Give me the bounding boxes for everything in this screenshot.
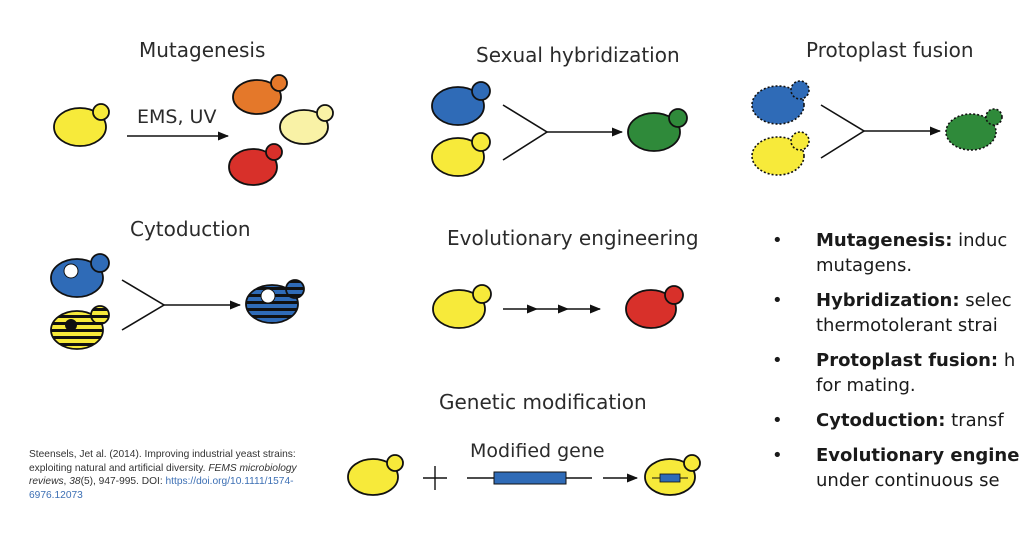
yeast-cell-striped-blue — [245, 279, 305, 324]
evolutionary-engineering-panel — [432, 284, 684, 329]
bullet-dot: • — [772, 350, 783, 371]
yeast-cell-yellow — [347, 454, 404, 496]
bullet-dot: • — [772, 290, 783, 311]
bullet-dot: • — [772, 230, 783, 251]
protoplast-green — [945, 108, 1003, 151]
yeast-cell-blue-nucleus — [50, 253, 110, 298]
bullet-dot: • — [772, 445, 783, 466]
cytoduction-panel — [50, 253, 305, 350]
sexual-hybridization-title: Sexual hybridization — [476, 43, 680, 67]
protoplast-fusion-title: Protoplast fusion — [806, 38, 974, 62]
plus-sign — [423, 466, 447, 490]
genetic-modification-title: Genetic modification — [439, 390, 647, 414]
yeast-cell-yellow — [53, 103, 110, 147]
merge-lines — [502, 104, 549, 161]
yeast-cell-red — [625, 285, 684, 329]
yeast-cell-red — [228, 143, 283, 186]
modified-gene-block — [493, 471, 567, 485]
protoplast-fusion-panel — [751, 80, 1003, 176]
cytoduction-title: Cytoduction — [130, 217, 251, 241]
mutagenesis-panel — [53, 74, 334, 186]
mutagenesis-title: Mutagenesis — [139, 38, 266, 62]
bullet-dot: • — [772, 410, 783, 431]
merge-lines — [121, 279, 166, 331]
protoplast-blue — [751, 80, 810, 125]
yeast-cell-modified — [644, 454, 701, 496]
doi-link[interactable]: https://doi.org/10.1111/1574-6976.12073 — [29, 476, 294, 501]
protoplast-yellow — [751, 131, 810, 176]
yeast-cell-orange — [232, 74, 288, 115]
sexual-hybridization-panel — [431, 81, 688, 177]
yeast-cell-yellow — [431, 132, 491, 177]
bullet-cytoduction: • Cytoduction: transf — [772, 410, 1004, 431]
evolutionary-engineering-title: Evolutionary engineering — [447, 226, 699, 250]
yeast-cell-pale-yellow — [279, 104, 334, 145]
genetic-modification-panel — [347, 454, 701, 496]
yeast-cell-green — [627, 108, 688, 152]
ems-uv-label: EMS, UV — [137, 106, 217, 128]
yeast-cell-yellow — [432, 284, 492, 329]
modified-gene-label: Modified gene — [470, 440, 605, 462]
yeast-cell-striped-yellow — [50, 305, 110, 350]
citation: Steensels, Jet al. (2014). Improving ind… — [29, 449, 297, 501]
yeast-cell-blue — [431, 81, 491, 126]
merge-lines — [820, 104, 866, 159]
